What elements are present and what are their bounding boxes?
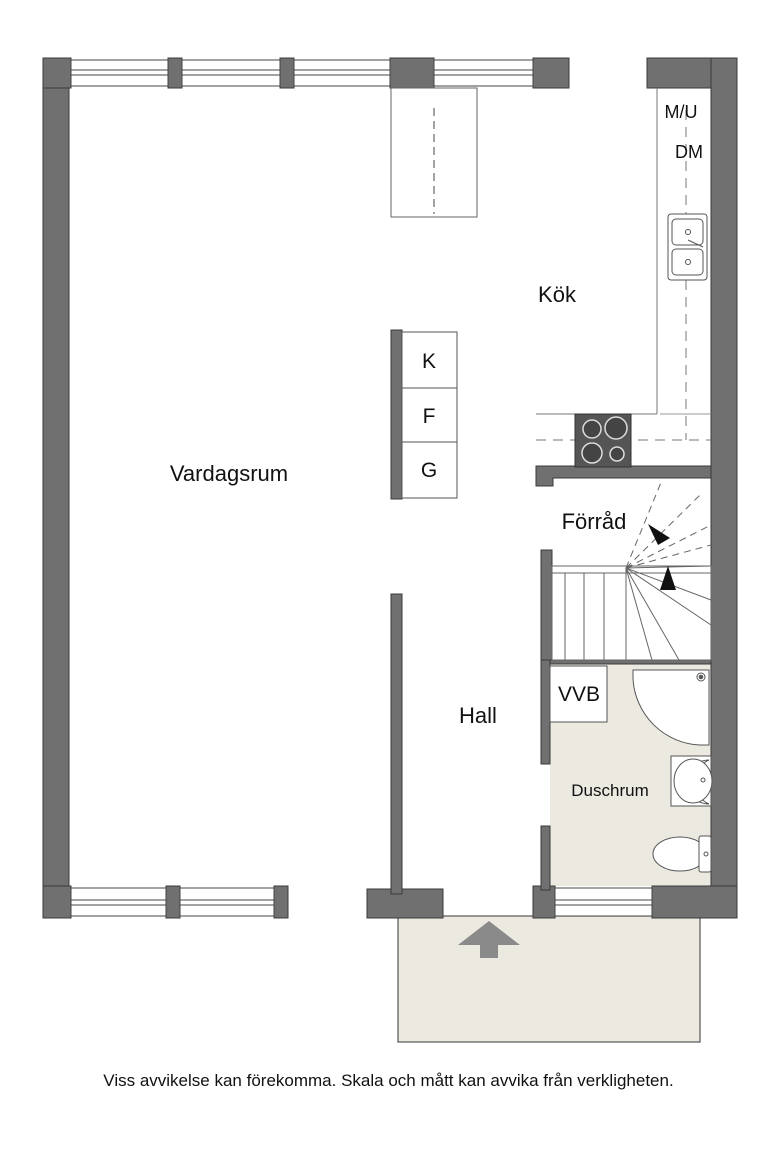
water-heater [549,665,608,723]
label-washer-dryer: M/U [665,102,698,122]
label-wardrobe: G [421,459,437,482]
stair-up-arrow-icon [660,566,676,590]
walls [42,57,738,919]
room-label-kitchen: Kök [538,282,577,307]
label-freezer: F [423,405,436,428]
kitchen-island [401,331,458,499]
entrance-patio [397,915,701,1043]
entrance-arrow-icon [458,921,520,958]
windows-top [70,59,534,87]
label-dishwasher: DM [675,142,703,162]
stove-icon [574,413,632,468]
stair-arrow-icon [648,524,670,545]
room-label-shower-room: Duschrum [571,781,648,800]
door-projection [390,87,478,218]
kitchen-sink-icon [667,213,708,281]
toilet-icon [652,835,712,873]
label-water-heater: VVB [558,683,600,706]
room-label-living-room: Vardagsrum [170,461,288,486]
shower-icon [632,669,710,746]
disclaimer-caption: Viss avvikelse kan förekomma. Skala och … [103,1071,674,1090]
washbasin-icon [670,755,713,807]
staircase [551,479,712,661]
windows-bottom [70,887,653,917]
room-label-storage: Förråd [562,509,627,534]
label-fridge: K [422,350,436,373]
room-label-hall: Hall [459,703,497,728]
